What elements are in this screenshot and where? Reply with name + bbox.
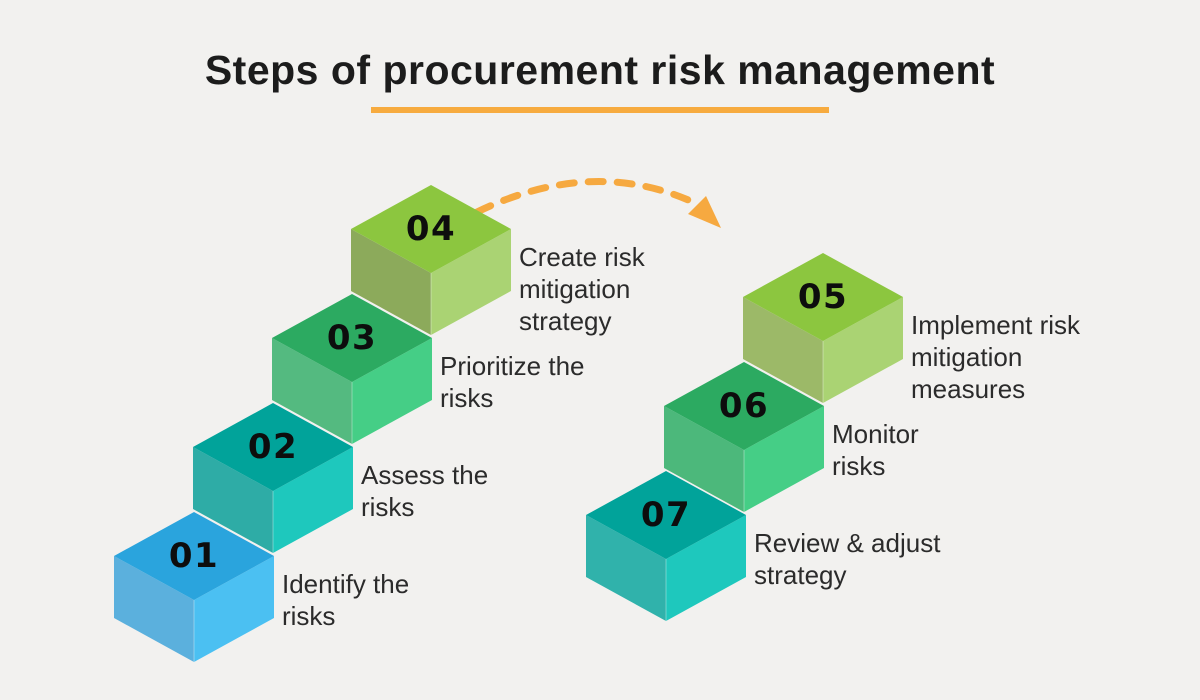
step-label: Prioritize the risks — [440, 350, 585, 414]
cube-icon — [664, 362, 824, 512]
cube-top-face — [664, 362, 824, 450]
cube-icon — [351, 185, 511, 335]
cube-left-face — [743, 297, 823, 403]
step-label: Identify the risks — [282, 568, 409, 632]
step-block-04: 04 Create risk mitigation strategy — [351, 185, 751, 345]
cube-top-face — [272, 294, 432, 382]
title-underline-bar — [371, 107, 829, 113]
cube-right-face — [744, 406, 824, 512]
cube-icon — [193, 403, 353, 553]
cube-right-face — [666, 515, 746, 621]
step-label-line: Review & adjust — [754, 528, 941, 558]
step-label-line: Create risk — [519, 242, 645, 272]
step-number: 02 — [247, 427, 299, 467]
step-label: Assess the risks — [361, 459, 488, 523]
cube-top-face — [114, 512, 274, 600]
step-label-line: Monitor — [832, 419, 919, 449]
step-label-line: strategy — [754, 560, 847, 590]
flow-arrow — [473, 178, 721, 228]
step-block-07: 07 Review & adjust strategy — [586, 471, 986, 631]
step-number: 01 — [168, 536, 220, 576]
step-label-line: risks — [282, 601, 336, 631]
cube-right-face — [823, 297, 903, 403]
cube-top-face — [193, 403, 353, 491]
flow-arrow-curve — [473, 178, 699, 216]
step-label: Monitor risks — [832, 418, 919, 482]
cube-left-face — [114, 556, 194, 662]
cube-top-face — [743, 253, 903, 341]
cube-left-face — [664, 406, 744, 512]
step-label-line: mitigation — [911, 342, 1023, 372]
step-block-03: 03 Prioritize the risks — [272, 294, 672, 454]
cube-left-face — [193, 447, 273, 553]
step-label-line: Prioritize the — [440, 351, 585, 381]
step-label-line: risks — [440, 383, 494, 413]
cube-right-face — [352, 338, 432, 444]
flow-arrow-head-icon — [688, 196, 721, 228]
step-label: Create risk mitigation strategy — [519, 241, 645, 337]
cube-left-face — [272, 338, 352, 444]
cube-icon — [586, 471, 746, 621]
step-block-01: 01 Identify the risks — [114, 512, 514, 672]
cube-icon — [272, 294, 432, 444]
cube-icon — [743, 253, 903, 403]
step-label: Implement risk mitigation measures — [911, 309, 1080, 405]
cube-top-face — [351, 185, 511, 273]
header: Steps of procurement risk management — [0, 46, 1200, 113]
step-label-line: risks — [832, 451, 886, 481]
step-block-05: 05 Implement risk mitigation measures — [743, 253, 1143, 413]
cube-right-face — [273, 447, 353, 553]
step-label-line: strategy — [519, 306, 612, 336]
step-number: 06 — [718, 386, 770, 426]
step-label-line: Implement risk — [911, 310, 1081, 340]
step-number: 07 — [640, 495, 692, 535]
step-label-line: measures — [911, 374, 1026, 404]
cube-left-face — [351, 229, 431, 335]
cube-left-face — [586, 515, 666, 621]
cube-icon — [114, 512, 274, 662]
step-block-06: 06 Monitor risks — [664, 362, 1064, 522]
step-label-line: Assess the — [361, 460, 489, 490]
step-number: 05 — [797, 277, 849, 317]
step-label-line: risks — [361, 492, 415, 522]
step-number: 03 — [326, 318, 378, 358]
cube-right-face — [431, 229, 511, 335]
step-block-02: 02 Assess the risks — [193, 403, 593, 563]
cube-right-face — [194, 556, 274, 662]
step-number: 04 — [405, 209, 457, 249]
step-label-line: Identify the — [282, 569, 410, 599]
cube-top-face — [586, 471, 746, 559]
step-label-line: mitigation — [519, 274, 631, 304]
title-underline — [371, 107, 829, 113]
page-title: Steps of procurement risk management — [204, 47, 996, 93]
step-label: Review & adjust strategy — [754, 527, 940, 591]
